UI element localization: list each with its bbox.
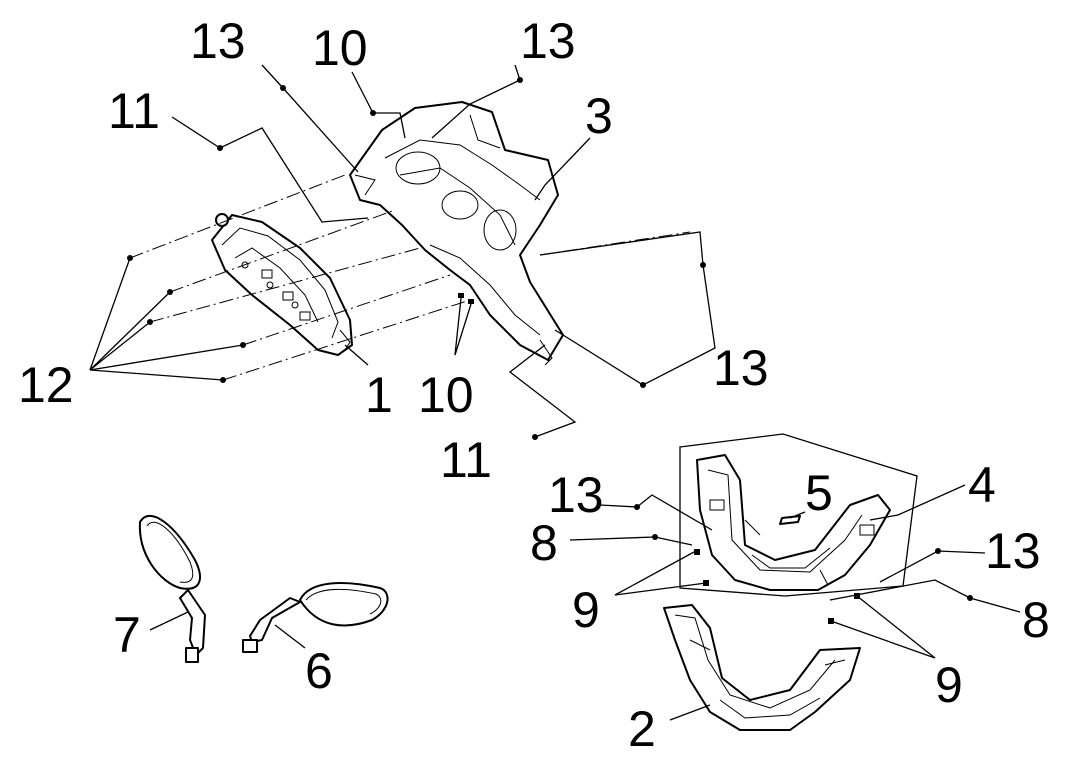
part-3-handlebar-cover xyxy=(349,101,564,366)
label-5: 5 xyxy=(805,465,833,521)
label-4: 4 xyxy=(968,457,996,513)
label-13-top-left: 13 xyxy=(190,13,246,69)
label-13-group-right: 13 xyxy=(985,523,1041,579)
label-10-top: 10 xyxy=(312,20,368,76)
label-13-group-left: 13 xyxy=(548,467,604,523)
label-6: 6 xyxy=(305,643,333,699)
clip-10b-1 xyxy=(458,293,464,298)
part-1-instrument-cluster xyxy=(211,213,353,356)
label-9-left: 9 xyxy=(572,582,600,638)
label-12: 12 xyxy=(18,357,74,413)
part-labels: 13 10 13 11 3 12 1 10 13 11 13 5 4 8 13 … xyxy=(18,13,1050,757)
nut-9a2 xyxy=(694,549,700,555)
label-11-lower: 11 xyxy=(440,432,492,488)
part-6-right-mirror xyxy=(242,582,389,653)
label-13-top-right: 13 xyxy=(520,13,576,69)
label-2: 2 xyxy=(628,701,656,757)
label-10-lower: 10 xyxy=(418,367,474,423)
part-7-left-mirror xyxy=(138,515,206,663)
label-3: 3 xyxy=(585,88,613,144)
label-13-right: 13 xyxy=(713,340,769,396)
part-2-lower-cover xyxy=(663,604,861,731)
label-8-right: 8 xyxy=(1022,592,1050,648)
label-9-right: 9 xyxy=(935,657,963,713)
clip-10b-2 xyxy=(468,299,474,304)
part-5-clip xyxy=(779,515,801,525)
label-1: 1 xyxy=(365,367,393,423)
part-4-inner-cover xyxy=(696,454,891,591)
label-8-left: 8 xyxy=(530,515,558,571)
leader-lines xyxy=(89,64,1021,721)
label-11-left: 11 xyxy=(108,83,160,139)
label-7: 7 xyxy=(113,607,141,663)
